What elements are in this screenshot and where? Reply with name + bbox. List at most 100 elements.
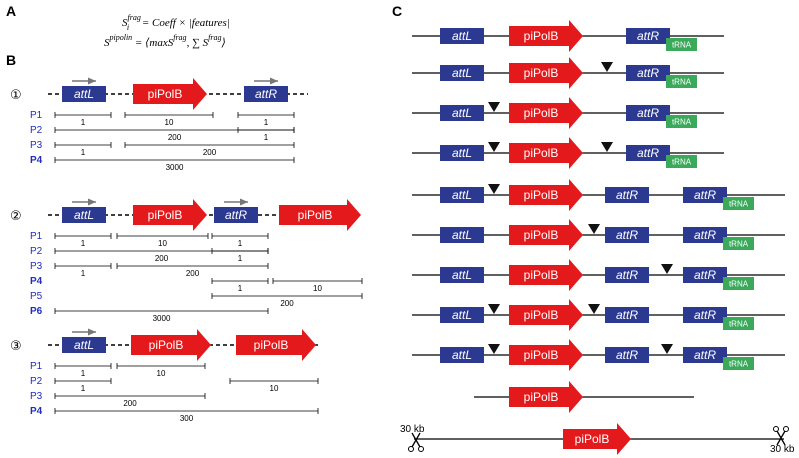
- pipolin-row-1-element-3-box: [626, 28, 670, 44]
- pipolin-row-8-element-1-label: attL: [452, 308, 472, 322]
- pipolin-row-1-element-1-label: attL: [452, 29, 472, 43]
- pipolin-row-9-trna-box: [723, 357, 754, 370]
- scenario-2-element-3-box: [214, 207, 258, 223]
- pipolin-row-4-trna-box: [666, 155, 697, 168]
- pipolin-row-5-element-3-label: attR: [616, 188, 638, 202]
- pipolin-row-5-trna-label: tRNA: [729, 200, 749, 209]
- pipolin-row-3-element-2-arrow: [509, 97, 583, 129]
- formula-1-rhs: = Coeff × |features|: [139, 17, 230, 29]
- scenario-2-row-p6-name: P6: [30, 306, 43, 317]
- pipolin-row-6-element-1-label: attL: [452, 228, 472, 242]
- formula-line-2: Spipolin = ⟨maxSfrag, ∑ Sfrag⟩: [104, 33, 226, 49]
- pipolin-row-7-element-1-label: attL: [452, 268, 472, 282]
- formula-2-sup: pipolin: [109, 33, 133, 42]
- scenario-2-element-4-arrow: [279, 199, 361, 231]
- pipolin-row-1-element-2-label: piPolB: [524, 29, 559, 43]
- panel-b-label: B: [6, 52, 16, 68]
- scenario-1-row-p3-name: P3: [30, 140, 43, 151]
- pipolin-row-5-trna-box: [723, 197, 754, 210]
- pipolin-row-7-trna-box: [723, 277, 754, 290]
- pipolin-row-7-element-2-label: piPolB: [524, 268, 559, 282]
- pipolin-row-7-element-4-box: [683, 267, 727, 283]
- scenario-3-row-p2-interval-1-score: 1: [81, 384, 86, 393]
- scenario-1-row-p2-interval-2-score: 1: [264, 133, 269, 142]
- pipolin-row-8-trna-box: [723, 317, 754, 330]
- formula-2-rhs-a: = ⟨max: [132, 37, 168, 49]
- pipolin-row-4-element-3-label: attR: [637, 146, 659, 160]
- scenario-2-row-p1-interval-1-score: 1: [81, 239, 86, 248]
- pipolin-row-6-element-1-box: [440, 227, 484, 243]
- formula-2-sup-b: frag: [173, 33, 186, 42]
- pipolin-row-8-element-1-box: [440, 307, 484, 323]
- pipolin-row-8-insertion-2: [588, 304, 600, 314]
- scenario-1-row-p1-interval-3-score: 1: [264, 118, 269, 127]
- right-scissors-handle-1: [773, 426, 779, 432]
- pipolin-row-9-element-3-label: attR: [616, 348, 638, 362]
- pipolin-row-2-trna-box: [666, 75, 697, 88]
- pipolin-row-3-element-3-box: [626, 105, 670, 121]
- scenario-3-row-p4-name: P4: [30, 406, 43, 417]
- scenario-1-row-p1-interval-2-score: 10: [165, 118, 174, 127]
- formula-2-rhs-b: S: [168, 37, 174, 49]
- window-right-kb: 30 kb: [770, 444, 795, 455]
- scenario-2-row-p5-interval-1-score: 200: [280, 299, 294, 308]
- scenario-2-marker: ②: [10, 209, 22, 224]
- scenario-2-row-p1-name: P1: [30, 231, 43, 242]
- scenario-2-element-1-label: attL: [74, 208, 94, 222]
- left-scissors-icon: [411, 432, 421, 448]
- pipolin-row-4-element-2-arrow: [509, 137, 583, 169]
- formula-2-s: S: [104, 37, 110, 49]
- scenario-1-marker: ①: [10, 88, 22, 103]
- pipolin-row-1-trna-label: tRNA: [672, 41, 692, 50]
- right-scissors-handle-2: [783, 426, 789, 432]
- scenario-2-row-p4-interval-1-score: 1: [238, 284, 243, 293]
- scenario-2-element-2-arrow: [133, 199, 207, 231]
- pipolin-row-8-element-4-label: attR: [694, 308, 716, 322]
- scenario-3-row-p3-name: P3: [30, 391, 43, 402]
- pipolin-row-5-element-1-box: [440, 187, 484, 203]
- pipolin-row-7-trna-label: tRNA: [729, 280, 749, 289]
- pipolin-row-8-insertion-1: [488, 304, 500, 314]
- pipolin-row-2-element-3-box: [626, 65, 670, 81]
- scenario-2-element-1-box: [62, 207, 106, 223]
- scenario-3-marker: ③: [10, 339, 22, 354]
- pipolin-row-4-element-2-label: piPolB: [524, 146, 559, 160]
- scenario-1-element-1-label: attL: [74, 87, 94, 101]
- scenario-3-element-2-arrow: [131, 329, 211, 361]
- pipolin-row-9-element-2-arrow: [509, 339, 583, 371]
- scenario-2-element-2-label: piPolB: [148, 208, 183, 222]
- pipolin-row-6-insertion-1: [588, 224, 600, 234]
- pipolin-row-3-element-3-label: attR: [637, 106, 659, 120]
- pipolin-row-3-trna-label: tRNA: [672, 118, 692, 127]
- scenario-3-element-1-box: [62, 337, 106, 353]
- pipolin-row-2-element-2-arrow: [509, 57, 583, 89]
- pipolin-row-2-element-3-label: attR: [637, 66, 659, 80]
- pipolin-row-8-element-2-label: piPolB: [524, 308, 559, 322]
- scenario-2-row-p2-name: P2: [30, 246, 43, 257]
- pipolin-row-7-insertion-1: [661, 264, 673, 274]
- scenario-2-element-3-label: attR: [225, 208, 247, 222]
- panel-a-label: A: [6, 3, 16, 19]
- pipolin-row-4-element-1-label: attL: [452, 146, 472, 160]
- pipolin-row-5-element-4-box: [683, 187, 727, 203]
- scenario-2-row-p1-interval-3-score: 1: [238, 239, 243, 248]
- pipolin-row-7-element-3-box: [605, 267, 649, 283]
- pipolin-row-7-element-3-label: attR: [616, 268, 638, 282]
- pipolin-row-8-element-3-box: [605, 307, 649, 323]
- pipolin-row-8-element-4-box: [683, 307, 727, 323]
- formula-2-rhs-d: ⟩: [221, 37, 226, 49]
- pipolin-row-5-element-4-label: attR: [694, 188, 716, 202]
- formula-1-sub: i: [127, 23, 129, 32]
- pipolin-row-9-insertion-2: [661, 344, 673, 354]
